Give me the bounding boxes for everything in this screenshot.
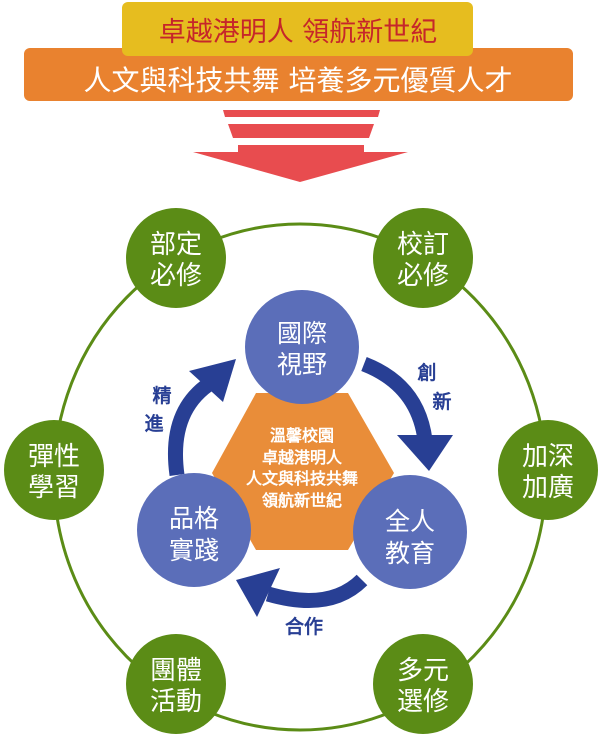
cooperate-arrow-icon [265, 574, 368, 608]
core-label: 全人 [385, 507, 435, 536]
core-label: 實踐 [169, 536, 219, 565]
center-line: 人文與科技共舞 [246, 469, 358, 488]
refine-arrowhead-icon [189, 359, 236, 402]
course-label: 多元 [397, 656, 449, 686]
center-hexagon [212, 393, 394, 550]
core-label: 國際 [277, 319, 327, 348]
title-banner [122, 2, 473, 56]
refine-label: 進 [144, 413, 163, 435]
course-label: 加廣 [522, 473, 574, 503]
subtitle-text: 人文與科技共舞 培養多元優質人才 [84, 64, 513, 97]
course-label: 學習 [28, 473, 80, 503]
innovate-label: 創 [417, 361, 436, 384]
course-label: 校訂 [397, 230, 449, 260]
course-label: 必修 [150, 261, 202, 291]
innovate-arrow-icon [361, 357, 433, 442]
innovate-label: 新 [432, 390, 451, 413]
title-text: 卓越港明人 領航新世紀 [159, 17, 438, 48]
cooperate-label: 合作 [285, 615, 323, 638]
center-line: 卓越港明人 [262, 448, 343, 467]
core-label: 品格 [169, 504, 219, 533]
course-label: 部定 [150, 230, 202, 260]
core-node: 品格 實踐 [137, 473, 251, 587]
subtitle-banner [24, 48, 573, 101]
down-arrow-icon [193, 110, 408, 182]
course-label: 加深 [522, 442, 574, 472]
course-label: 選修 [397, 687, 449, 717]
core-node: 全人 教育 [353, 475, 467, 589]
refine-arrow-icon [167, 375, 217, 477]
course-label: 團體 [150, 656, 202, 686]
course-label: 活動 [150, 687, 202, 717]
refine-label: 精 [152, 384, 171, 407]
center-line: 溫馨校園 [270, 426, 334, 445]
core-label: 視野 [277, 350, 327, 379]
cooperate-arrowhead-icon [236, 568, 280, 617]
center-line: 領航新世紀 [262, 491, 342, 510]
core-label: 教育 [385, 539, 435, 568]
innovate-arrowhead-icon [397, 435, 453, 471]
course-label: 必修 [397, 261, 449, 291]
core-node: 國際 視野 [245, 290, 359, 404]
course-label: 彈性 [28, 442, 80, 472]
